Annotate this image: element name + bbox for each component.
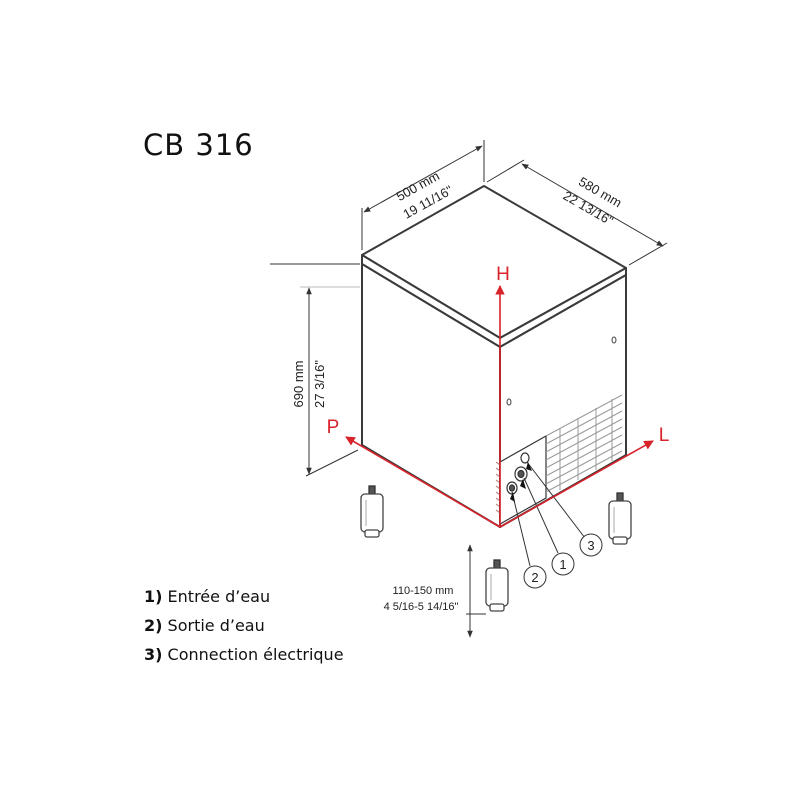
cabinet: [361, 185, 627, 528]
callout-2: 2: [523, 565, 547, 589]
callout-1-label: 1: [559, 557, 566, 572]
foot-front: [485, 559, 509, 612]
legend-item: 1) Entrée d’eau: [144, 582, 344, 611]
legend-text: Connection électrique: [167, 645, 344, 664]
legend-text: Sortie d’eau: [167, 616, 265, 635]
depth-dimension: [486, 159, 668, 266]
connection-legend: 1) Entrée d’eau 2) Sortie d’eau 3) Conne…: [144, 582, 344, 669]
connector-pointers: [510, 462, 532, 502]
foot-right: [608, 492, 632, 545]
height-in-label: 27 3/16": [312, 360, 327, 408]
electric-connection: [520, 452, 530, 464]
legend-item: 2) Sortie d’eau: [144, 611, 344, 640]
callout-1: 1: [551, 552, 575, 576]
axis-p-label: P: [327, 417, 340, 438]
connections: [506, 452, 530, 495]
feet-in-label: 4 5/16-5 14/16": [384, 601, 459, 613]
height-mm-label: 690 mm: [291, 361, 306, 408]
feet-dimension: [466, 544, 486, 638]
callout-leaders: [511, 461, 586, 567]
ventilation-grille: [545, 394, 623, 493]
legend-number: 1): [144, 587, 163, 606]
legend-item: 3) Connection électrique: [144, 640, 344, 669]
axis-l-label: L: [659, 425, 670, 446]
rivet: [506, 398, 512, 406]
model-title: CB 316: [143, 128, 254, 162]
callout-3-label: 3: [587, 538, 594, 553]
axis-lines: [345, 285, 654, 528]
foot-left: [360, 485, 384, 538]
legend-text: Entrée d’eau: [167, 587, 271, 606]
axis-h-label: H: [496, 264, 510, 285]
legend-number: 2): [144, 616, 163, 635]
rivet: [611, 336, 617, 344]
width-dimension: [361, 140, 485, 250]
axis-l-line: [499, 440, 654, 528]
feet-mm-label: 110-150 mm: [393, 585, 454, 597]
callout-3: 3: [579, 533, 603, 557]
callout-2-label: 2: [531, 570, 538, 585]
legend-number: 3): [144, 645, 163, 664]
axis-p-line: [345, 436, 501, 528]
